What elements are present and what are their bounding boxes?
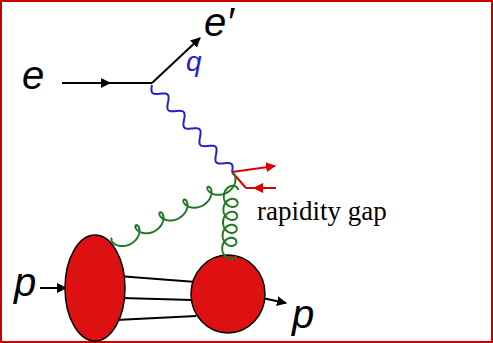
antiquark-line bbox=[246, 187, 256, 189]
spectator-line bbox=[118, 276, 196, 282]
proton-line bbox=[40, 287, 66, 289]
photon-line bbox=[151, 85, 232, 172]
gluon-line bbox=[222, 186, 238, 259]
particle-label: p bbox=[292, 294, 314, 334]
spectator-line bbox=[122, 298, 192, 300]
electron-line bbox=[108, 82, 152, 84]
particle-label: e bbox=[22, 55, 44, 95]
gluon-line bbox=[111, 174, 235, 246]
quark-line bbox=[232, 166, 275, 172]
electron-line bbox=[62, 82, 110, 84]
spectator-line bbox=[116, 316, 196, 320]
particle-label: p bbox=[14, 262, 36, 302]
proton-blob bbox=[191, 255, 265, 333]
particle-label: e′ bbox=[204, 2, 234, 42]
annotation-text: rapidity gap bbox=[257, 198, 387, 225]
proton-blob bbox=[65, 235, 125, 341]
photon-label: q bbox=[186, 48, 202, 76]
proton-line bbox=[262, 298, 286, 303]
antiquark-line bbox=[254, 187, 276, 189]
